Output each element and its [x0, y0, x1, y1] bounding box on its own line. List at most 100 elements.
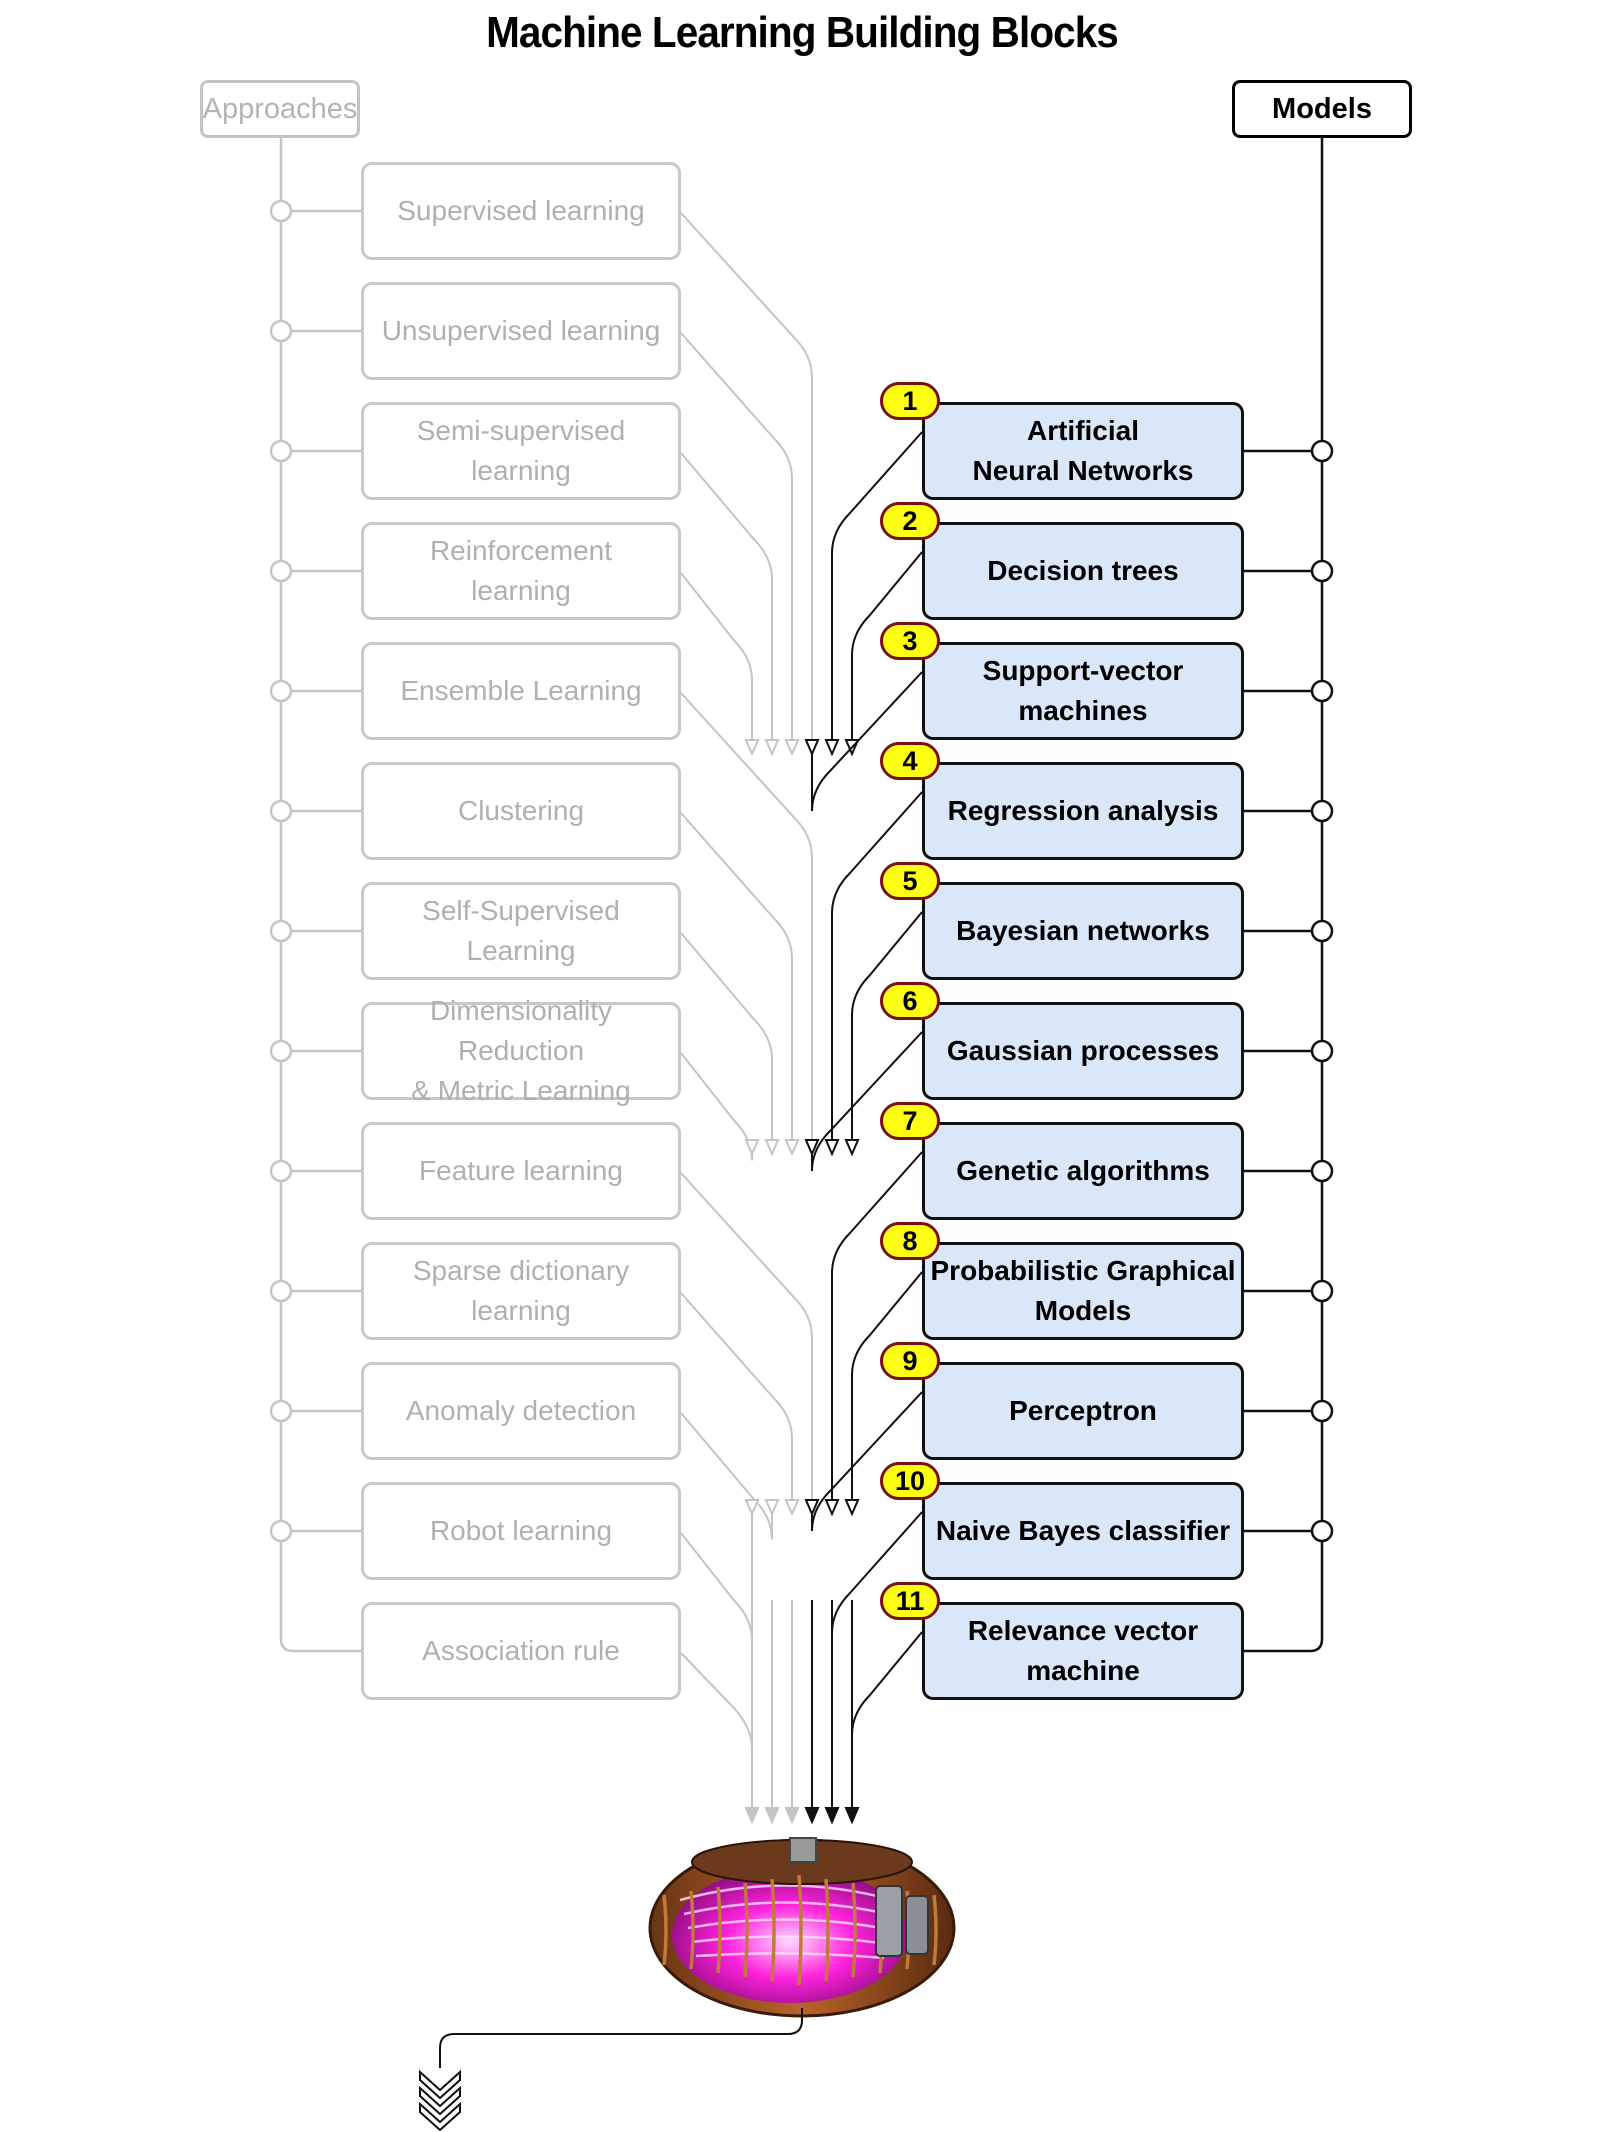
approach-flow-arrowhead [744, 1139, 760, 1157]
approach-flow-curve [680, 1652, 753, 1808]
approaches-header: Approaches [200, 80, 360, 138]
approach-box: Semi-supervised learning [361, 402, 681, 500]
model-box: Support-vector machines [922, 642, 1244, 740]
model-flow-curve [831, 431, 923, 740]
model-flow-arrowhead [804, 1139, 820, 1157]
approach-flow-arrowhead [784, 739, 800, 757]
reactor-coil [743, 1882, 749, 1978]
model-number-badge: 7 [880, 1102, 940, 1140]
tokamak-reactor-icon [648, 1837, 956, 2018]
approach-flow-arrowhead [784, 1499, 800, 1517]
reactor-central-column [789, 1837, 817, 1863]
reactor-coil [851, 1882, 857, 1978]
approach-flow-arrowhead [764, 1499, 780, 1517]
approach-flow-arrowhead [744, 739, 760, 757]
model-box: Regression analysis [922, 762, 1244, 860]
approach-connector-node [269, 319, 293, 343]
approach-flow-curve [680, 452, 773, 740]
model-flow-arrowhead [824, 739, 840, 757]
reactor-plasma-streak [683, 1901, 897, 1918]
model-connector-node [1310, 1399, 1334, 1423]
reactor-plasma-streak [691, 1935, 889, 1946]
model-trunk-arrowhead [844, 1807, 860, 1825]
model-connector-node [1310, 1159, 1334, 1183]
approach-connector-node [269, 1279, 293, 1303]
approach-connector-node [269, 679, 293, 703]
model-connector-node [1310, 1519, 1334, 1543]
model-flow-arrowhead [824, 1499, 840, 1517]
chevron-down-icon [419, 2069, 461, 2100]
approach-connector-node [269, 799, 293, 823]
model-connector-node [1310, 679, 1334, 703]
chevron-down-icon [419, 2101, 461, 2132]
reactor-coil [824, 1878, 830, 1982]
model-trunk-arrowhead [804, 1807, 820, 1825]
approach-flow-curve [680, 1292, 793, 1500]
reactor-coil [797, 1874, 803, 1986]
model-number-badge: 3 [880, 622, 940, 660]
model-flow-curve [831, 1511, 923, 1808]
approach-trunk-arrowhead [764, 1807, 780, 1825]
output-connector-line [439, 2008, 803, 2068]
reactor-plasma [672, 1867, 908, 2003]
approach-box: Sparse dictionary learning [361, 1242, 681, 1340]
model-connector-node [1310, 559, 1334, 583]
approach-box: Ensemble Learning [361, 642, 681, 740]
approach-box: Dimensionality Reduction & Metric Learni… [361, 995, 681, 1106]
model-number-badge: 5 [880, 862, 940, 900]
approach-box: Clustering [361, 762, 681, 860]
model-connector-node [1310, 439, 1334, 463]
approach-trunk-arrowhead [784, 1807, 800, 1825]
model-box: Bayesian networks [922, 882, 1244, 980]
model-box: Decision trees [922, 522, 1244, 620]
approach-flow-arrowhead [784, 1139, 800, 1157]
reactor-coil [932, 1894, 938, 1966]
approach-box: Robot learning [361, 1482, 681, 1580]
model-number-badge: 8 [880, 1222, 940, 1260]
model-flow-curve [851, 551, 923, 740]
reactor-port [905, 1895, 929, 1955]
approach-connector-node [269, 199, 293, 223]
model-flow-arrowhead [844, 1139, 860, 1157]
model-flow-curve [831, 1151, 923, 1500]
approach-trunk-arrowhead [744, 1807, 760, 1825]
approach-box: Anomaly detection [361, 1362, 681, 1460]
approach-connector-node [269, 1039, 293, 1063]
model-box: Genetic algorithms [922, 1122, 1244, 1220]
model-box: Naive Bayes classifier [922, 1482, 1244, 1580]
approach-flow-curve [680, 1500, 753, 1641]
reactor-coil [662, 1894, 668, 1966]
approach-flow-curve [680, 332, 793, 740]
model-flow-curve [851, 1271, 923, 1500]
model-flow-curve [831, 791, 923, 1140]
approach-flow-curve [680, 1412, 773, 1540]
model-flow-curve [811, 1391, 923, 1532]
approaches-bus-line [279, 138, 361, 1653]
model-number-badge: 4 [880, 742, 940, 780]
reactor-coil [770, 1878, 776, 1982]
approach-flow-arrowhead [744, 1499, 760, 1517]
model-flow-arrowhead [804, 739, 820, 757]
model-box: Relevance vector machine [922, 1602, 1244, 1700]
model-connector-node [1310, 1039, 1334, 1063]
model-flow-curve [811, 1031, 923, 1172]
model-flow-arrowhead [804, 1499, 820, 1517]
approach-connector-node [269, 439, 293, 463]
approach-box: Supervised learning [361, 162, 681, 260]
model-number-badge: 11 [880, 1582, 940, 1620]
approach-flow-curve [680, 932, 773, 1140]
approach-flow-curve [680, 812, 793, 1140]
model-flow-arrowhead [824, 1139, 840, 1157]
approach-connector-node [269, 1519, 293, 1543]
model-number-badge: 10 [880, 1462, 940, 1500]
reactor-plasma-streak [687, 1918, 893, 1932]
approach-flow-arrowhead [764, 739, 780, 757]
approach-connector-node [269, 919, 293, 943]
model-connector-node [1310, 919, 1334, 943]
model-flow-curve [811, 671, 923, 812]
models-bus-line [1244, 138, 1324, 1653]
model-connector-node [1310, 1279, 1334, 1303]
approach-flow-curve [680, 692, 813, 1140]
